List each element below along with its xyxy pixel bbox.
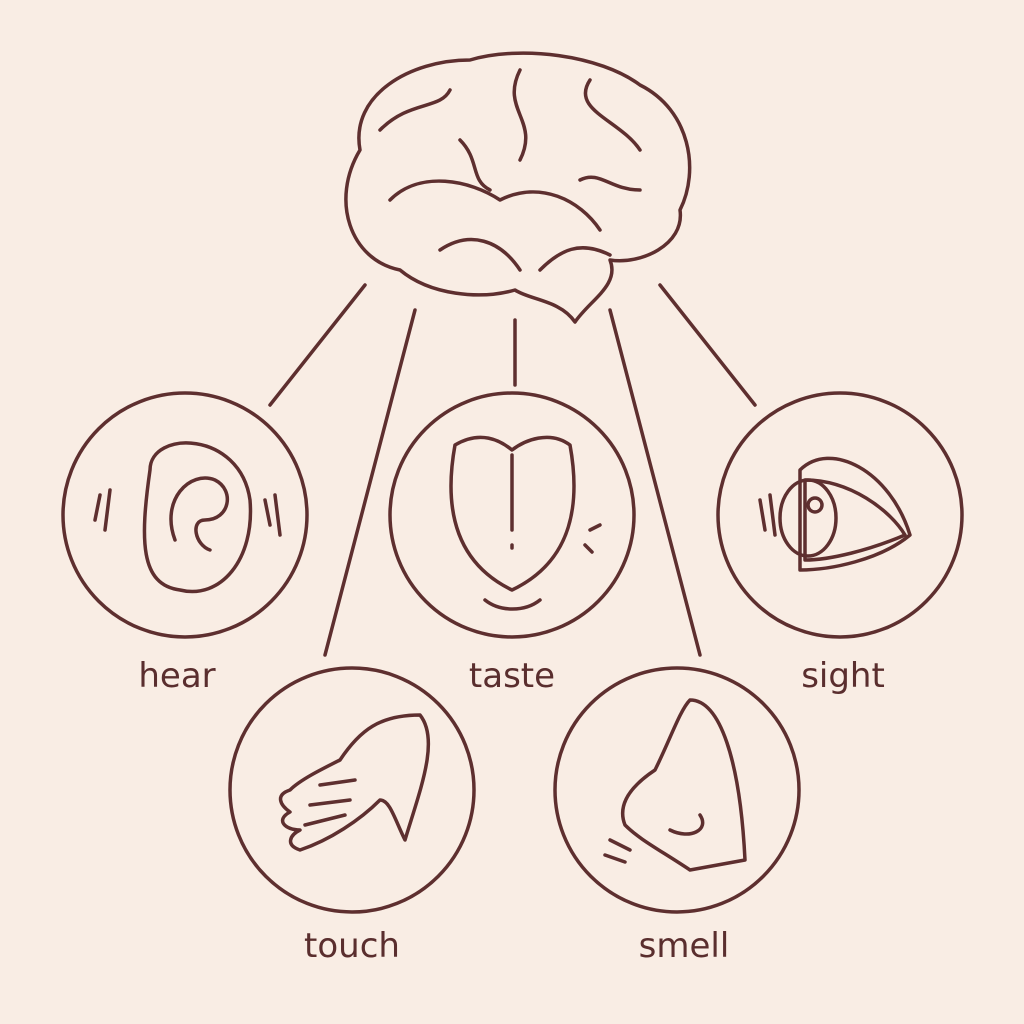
connectors [268, 283, 757, 657]
sight-circle [716, 391, 964, 639]
hear-circle [61, 391, 309, 639]
hand-icon [278, 713, 431, 852]
sense-hear: hear [61, 391, 309, 696]
sense-smell: smell [553, 666, 801, 966]
eye-icon [758, 456, 912, 572]
ear-icon [93, 441, 282, 594]
smell-circle [553, 666, 801, 914]
sense-taste: taste [388, 391, 636, 696]
nose-icon [603, 698, 747, 872]
sense-touch: touch [228, 666, 476, 966]
smell-label: smell [639, 926, 730, 966]
tongue-icon [449, 435, 602, 611]
brain-icon [344, 51, 692, 324]
taste-label: taste [469, 656, 555, 696]
connector-sight [658, 283, 757, 407]
connector-hear [268, 283, 367, 407]
sense-sight: sight [716, 391, 964, 696]
sight-label: sight [801, 656, 885, 696]
touch-circle [228, 666, 476, 914]
touch-label: touch [304, 926, 400, 966]
hear-label: hear [138, 656, 215, 696]
connector-touch [323, 308, 417, 657]
taste-circle [388, 391, 636, 639]
connector-smell [608, 308, 702, 657]
